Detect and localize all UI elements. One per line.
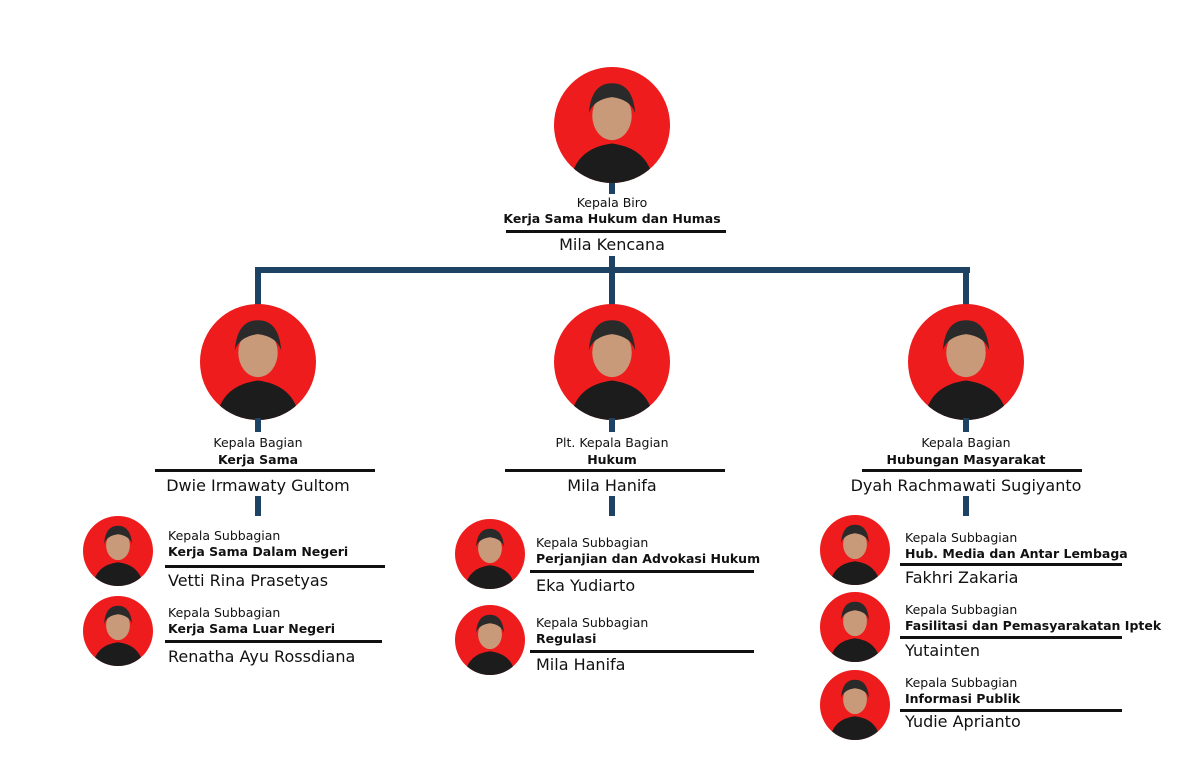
person-name: Eka Yudiarto xyxy=(536,576,636,595)
avatar-head xyxy=(554,67,670,183)
underline xyxy=(530,650,754,653)
avatar-subdivision-3-2 xyxy=(820,592,890,662)
unit-label: Kerja Sama Luar Negeri xyxy=(168,621,336,636)
role-label: Kepala Subbagian xyxy=(536,615,649,630)
connector-division-subs-1 xyxy=(255,496,261,516)
role-label: Kepala Subbagian xyxy=(905,530,1018,545)
role-label: Kepala Bagian xyxy=(213,435,303,450)
person-photo xyxy=(92,525,144,586)
connector-to-division-3 xyxy=(963,267,969,307)
unit-label: Hub. Media dan Antar Lembaga xyxy=(905,546,1128,561)
person-name: Dyah Rachmawati Sugiyanto xyxy=(850,476,1082,495)
avatar-subdivision-2-2 xyxy=(455,605,525,675)
role-label: Kepala Subbagian xyxy=(536,535,649,550)
underline xyxy=(155,469,375,472)
connector-to-division-2 xyxy=(609,267,615,307)
person-name: Yudie Aprianto xyxy=(905,712,1021,731)
role-label: Kepala Subbagian xyxy=(905,675,1018,690)
person-photo xyxy=(464,528,516,589)
underline xyxy=(505,469,725,472)
connector-to-division-1 xyxy=(255,267,261,307)
person-photo xyxy=(570,320,654,420)
avatar-subdivision-3-1 xyxy=(820,515,890,585)
unit-label: Hubungan Masyarakat xyxy=(886,452,1046,467)
person-photo xyxy=(92,605,144,666)
role-label: Kepala Biro xyxy=(576,195,648,210)
underline xyxy=(900,709,1122,712)
avatar-subdivision-1-1 xyxy=(83,516,153,586)
avatar-subdivision-1-2 xyxy=(83,596,153,666)
connector-division-label-2 xyxy=(609,418,615,432)
role-label: Kepala Bagian xyxy=(921,435,1011,450)
person-name: Mila Hanifa xyxy=(536,655,626,674)
unit-label: Fasilitasi dan Pemasyarakatan Iptek xyxy=(905,618,1162,633)
underline xyxy=(165,565,385,568)
person-name: Renatha Ayu Rossdiana xyxy=(168,647,356,666)
person-name: Yutainten xyxy=(905,641,980,660)
connector-division-subs-3 xyxy=(963,496,969,516)
role-label: Kepala Subbagian xyxy=(905,602,1018,617)
avatar-subdivision-3-3 xyxy=(820,670,890,740)
avatar-division-2 xyxy=(554,304,670,420)
role-label: Kepala Subbagian xyxy=(168,605,281,620)
person-photo xyxy=(829,679,881,740)
underline xyxy=(900,636,1122,639)
unit-label: Regulasi xyxy=(536,631,597,646)
avatar-division-3 xyxy=(908,304,1024,420)
person-name: Dwie Irmawaty Gultom xyxy=(166,476,350,495)
avatar-subdivision-2-1 xyxy=(455,519,525,589)
person-photo xyxy=(924,320,1008,420)
underline xyxy=(506,230,726,233)
person-photo xyxy=(829,524,881,585)
unit-label: Informasi Publik xyxy=(905,691,1021,706)
unit-label: Kerja Sama xyxy=(217,452,299,467)
connector-head-to-bar xyxy=(609,256,615,273)
underline xyxy=(900,563,1122,566)
role-label: Plt. Kepala Bagian xyxy=(555,435,669,450)
unit-label: Kerja Sama Dalam Negeri xyxy=(168,544,349,559)
person-name: Mila Hanifa xyxy=(567,476,657,495)
person-name: Mila Kencana xyxy=(559,235,665,254)
underline xyxy=(530,570,754,573)
person-photo xyxy=(216,320,300,420)
connector-head-down xyxy=(609,180,615,194)
avatar-division-1 xyxy=(200,304,316,420)
person-photo xyxy=(570,83,654,183)
unit-label: Perjanjian dan Advokasi Hukum xyxy=(536,551,761,566)
unit-label: Hukum xyxy=(587,452,637,467)
underline xyxy=(165,640,382,643)
role-label: Kepala Subbagian xyxy=(168,528,281,543)
connector-division-label-3 xyxy=(963,418,969,432)
connector-division-label-1 xyxy=(255,418,261,432)
unit-label: Kerja Sama Hukum dan Humas xyxy=(503,211,721,226)
person-name: Fakhri Zakaria xyxy=(905,568,1019,587)
person-photo xyxy=(829,601,881,662)
connector-division-subs-2 xyxy=(609,496,615,516)
person-photo xyxy=(464,614,516,675)
underline xyxy=(862,469,1082,472)
person-name: Vetti Rina Prasetyas xyxy=(168,571,329,590)
